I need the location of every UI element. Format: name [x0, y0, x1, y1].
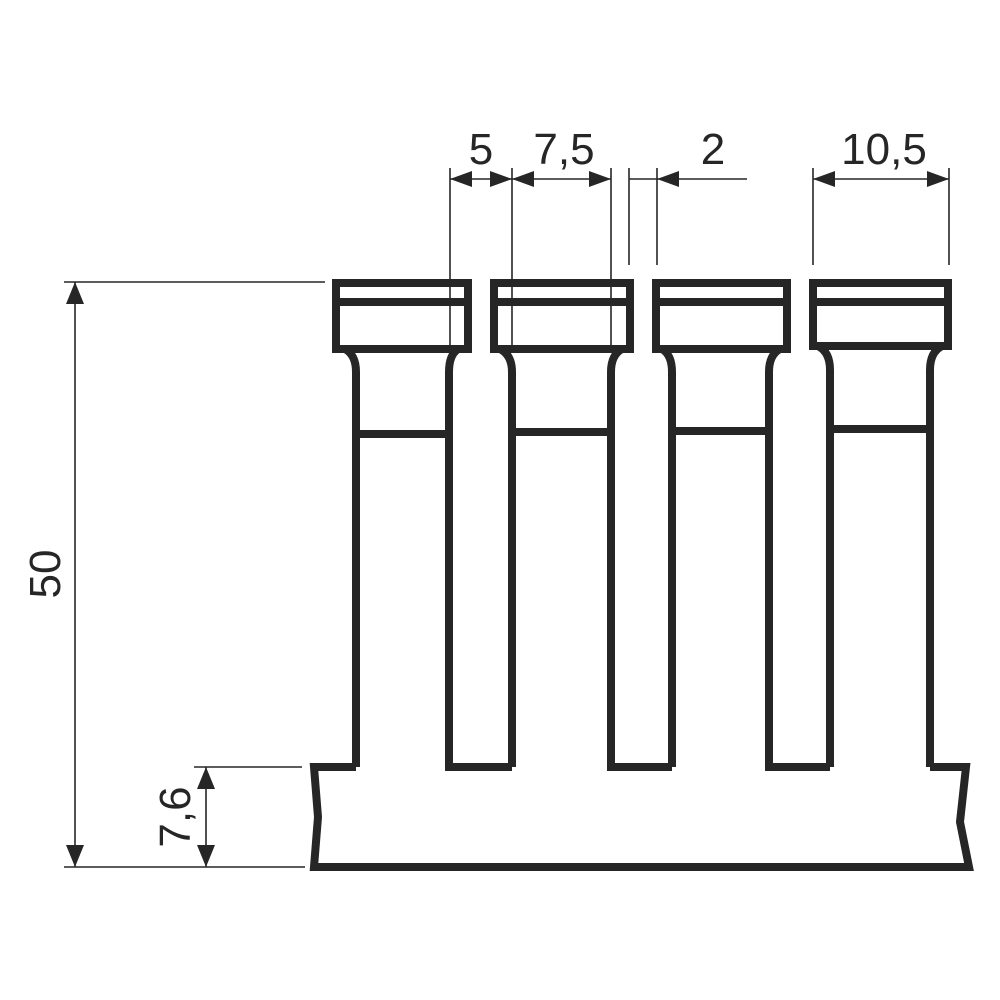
pin-2 — [490, 279, 670, 771]
pin-1-head — [332, 279, 472, 353]
pin-4-head — [809, 279, 952, 350]
dimension-2: 2 — [629, 125, 747, 187]
pin-1-shaft — [342, 345, 510, 771]
top-extension-lines — [449, 168, 950, 348]
pin-2-head — [490, 279, 634, 353]
pin-4-shaft — [815, 342, 945, 767]
dimension-7-6-label: 7,6 — [151, 786, 200, 847]
pin-1 — [332, 279, 510, 771]
pin-2-shaft — [497, 345, 670, 771]
pin-3-shaft — [659, 345, 830, 771]
pin-3 — [652, 279, 830, 771]
dimension-50: 50 — [21, 281, 325, 868]
dimension-50-label: 50 — [21, 550, 70, 599]
dimension-10-5-label: 10,5 — [841, 125, 927, 174]
base-outline — [309, 763, 974, 871]
pin-4 — [809, 279, 952, 767]
pin-3-head — [652, 279, 791, 353]
dimension-7-5-label: 7,5 — [533, 125, 594, 174]
dimension-5: 5 — [450, 125, 512, 187]
dimension-7-5: 7,5 — [512, 125, 611, 187]
dimension-7-6: 7,6 — [151, 766, 302, 867]
dimension-2-label: 2 — [701, 125, 725, 174]
dimension-5-label: 5 — [469, 125, 493, 174]
dimension-10-5: 10,5 — [813, 125, 949, 187]
